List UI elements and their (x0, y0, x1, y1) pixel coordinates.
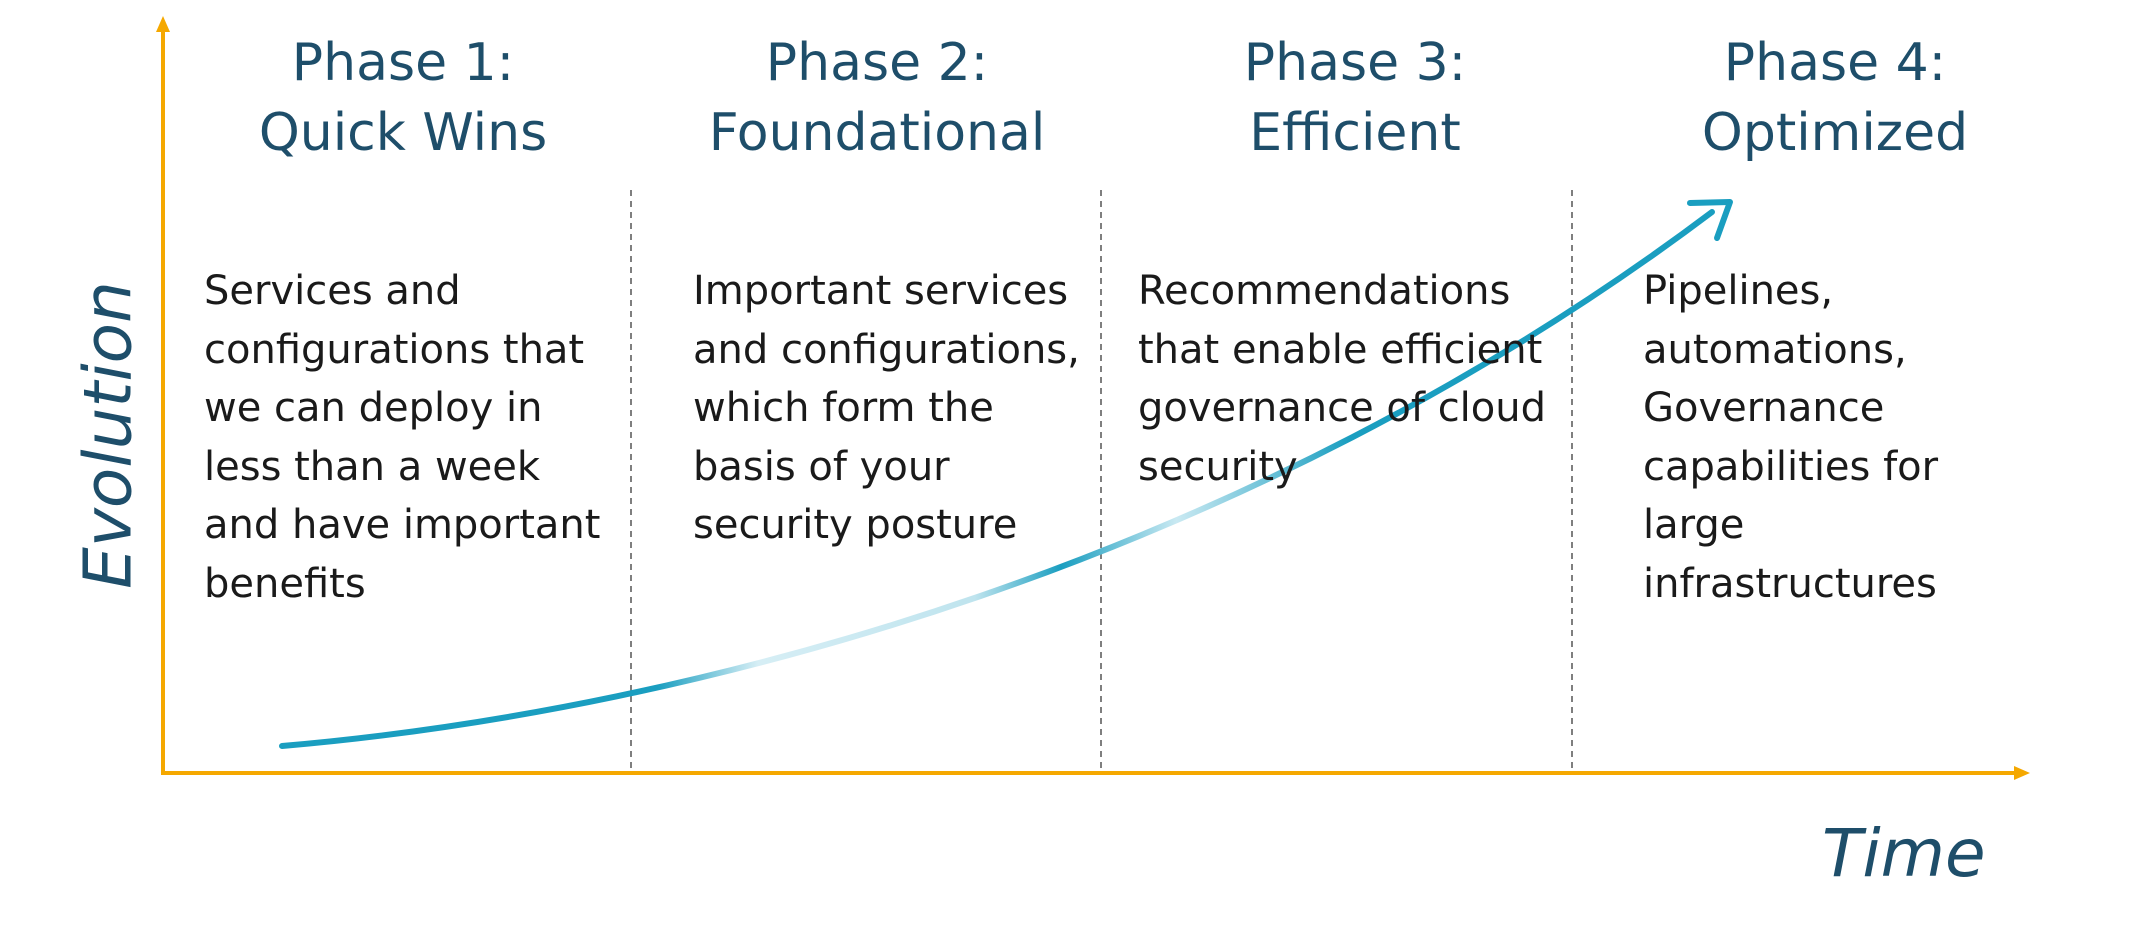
phase-title-line: Phase 2: (765, 33, 989, 93)
phase-title-line: Optimized (1701, 103, 1969, 163)
phase-4-description: Pipelines, automations, Governance capab… (1643, 268, 1939, 607)
phase-2-title: Phase 2: Foundational (642, 28, 1112, 168)
phase-title-line: Phase 3: (1243, 33, 1467, 93)
phase-title-line: Foundational (708, 103, 1046, 163)
phase-2-description: Important services and configurations, w… (693, 268, 1080, 548)
phase-1-description: Services and configurations that we can … (204, 268, 601, 607)
x-axis-arrow-icon (2014, 766, 2030, 780)
phase-title-line: Phase 4: (1723, 33, 1947, 93)
phase-title-line: Quick Wins (258, 103, 548, 163)
phase-1-title: Phase 1: Quick Wins (168, 28, 638, 168)
y-axis-label: Evolution (69, 281, 147, 589)
phase-4-title: Phase 4: Optimized (1600, 28, 2070, 168)
curve-arrowhead-icon (1687, 199, 1733, 241)
phase-title-line: Phase 1: (291, 33, 515, 93)
x-axis (161, 766, 2030, 780)
phase-3-title: Phase 3: Efficient (1120, 28, 1590, 168)
y-axis-arrow-icon (156, 16, 170, 32)
evolution-curve (279, 199, 1733, 749)
x-axis-label: Time (1822, 815, 1986, 892)
phase-3-description: Recommendations that enable efficient go… (1138, 268, 1547, 490)
y-axis (156, 16, 170, 775)
phase-title-line: Efficient (1249, 103, 1461, 163)
